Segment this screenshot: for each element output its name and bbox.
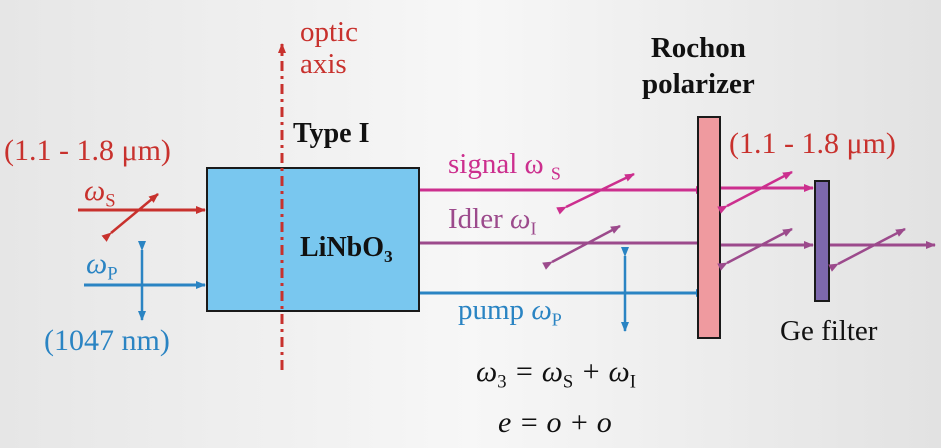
rochon-label-line2: polarizer xyxy=(642,68,755,100)
polarization-equation: e = o + o xyxy=(498,406,612,439)
pump-wavelength-label: (1047 nm) xyxy=(44,324,170,357)
eq1-rhs-subscript: I xyxy=(629,371,636,393)
omega-p-symbol: ω xyxy=(86,247,108,280)
idler-polarization-arrow xyxy=(542,224,621,270)
eq1-mid: = ω xyxy=(506,355,563,388)
rochon-polarizer xyxy=(697,116,721,339)
linbo3-crystal xyxy=(206,167,420,312)
optic-axis-label: optic axis xyxy=(300,16,358,80)
rochon-label-line1: Rochon xyxy=(650,32,746,64)
output-wavelength-range: (1.1 - 1.8 μm) xyxy=(729,127,896,160)
optic-axis-label-line2: axis xyxy=(300,48,347,80)
idler-text: Idler xyxy=(448,203,510,235)
signal-polarization-arrow xyxy=(556,172,635,215)
crystal-label-subscript: 3 xyxy=(384,247,393,267)
input-signal-label: ωS xyxy=(84,174,116,211)
eq1-lhs: ω xyxy=(476,355,498,388)
eq1-lhs-subscript: 3 xyxy=(497,371,507,393)
idler-polarization-after-polarizer xyxy=(717,227,793,271)
pump-text: pump xyxy=(458,294,532,326)
signal-subscript: S xyxy=(550,163,561,184)
crystal-label: LiNbO3 xyxy=(300,232,393,266)
idler-subscript: I xyxy=(530,218,537,239)
pump-omega: ω xyxy=(531,294,552,326)
eq1-mid-subscript: S xyxy=(562,371,574,393)
frequency-equation: ω3 = ωS + ωI xyxy=(476,355,636,392)
ge-filter-label: Ge filter xyxy=(780,315,878,347)
optic-axis-label-line1: optic xyxy=(300,16,358,48)
omega-p-subscript: P xyxy=(107,263,118,285)
signal-text: signal ω xyxy=(448,148,544,180)
idler-label: Idler ωI xyxy=(448,203,536,238)
ge-filter xyxy=(814,180,830,302)
idler-omega: ω xyxy=(510,203,531,235)
crystal-label-main: LiNbO xyxy=(300,232,385,263)
signal-label: signal ω S xyxy=(448,148,561,183)
omega-s-symbol: ω xyxy=(84,174,106,207)
input-pump-label: ωP xyxy=(86,247,118,284)
type-label: Type I xyxy=(293,118,370,149)
omega-s-subscript: S xyxy=(105,190,116,212)
pump-label: pump ωP xyxy=(458,294,562,329)
eq1-rhs: + ω xyxy=(573,355,630,388)
input-signal-polarization-arrow xyxy=(101,193,159,242)
idler-polarization-after-filter xyxy=(828,227,906,272)
signal-polarization-after-polarizer xyxy=(717,170,793,214)
rochon-polarizer-label: Rochon polarizer xyxy=(642,30,755,102)
pump-subscript: P xyxy=(551,309,562,330)
input-wavelength-range: (1.1 - 1.8 μm) xyxy=(4,134,171,167)
